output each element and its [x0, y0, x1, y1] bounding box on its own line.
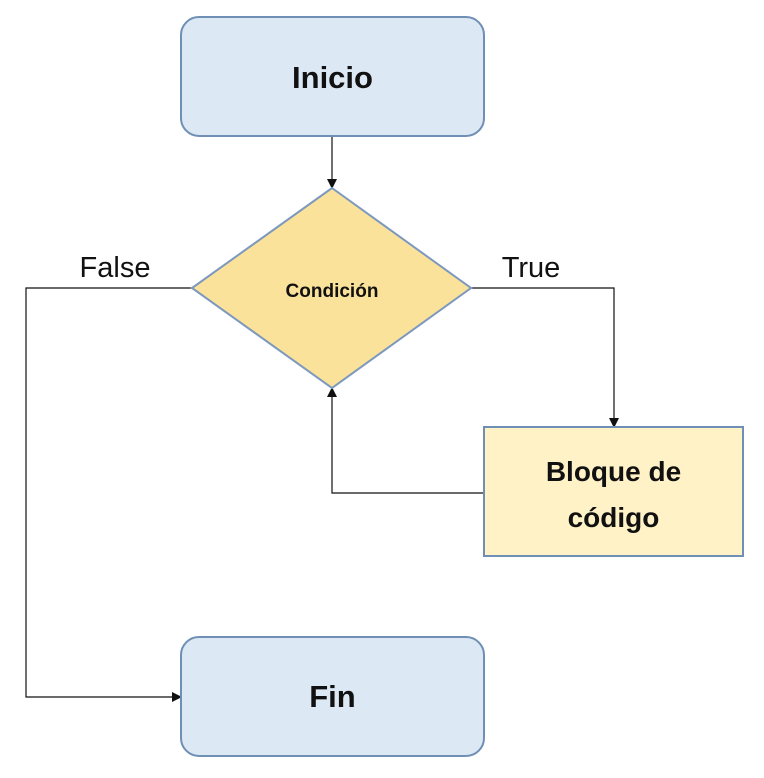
end-node-label: Fin [309, 679, 356, 714]
code-block-node [483, 426, 744, 557]
end-node [180, 636, 485, 757]
start-node [180, 16, 485, 137]
code-block-label-line-2: código [568, 502, 660, 533]
false-branch-arrow [25, 287, 192, 702]
true-branch-arrow [471, 287, 619, 428]
code-block-label-line-1: Bloque de [546, 456, 681, 487]
start-node-label: Inicio [292, 60, 373, 95]
condition-node [190, 186, 473, 390]
false-edge-label: False [80, 252, 151, 284]
condition-node-label: Condición [286, 281, 379, 302]
true-edge-label: True [502, 252, 561, 284]
loop-back-arrow [327, 387, 484, 494]
